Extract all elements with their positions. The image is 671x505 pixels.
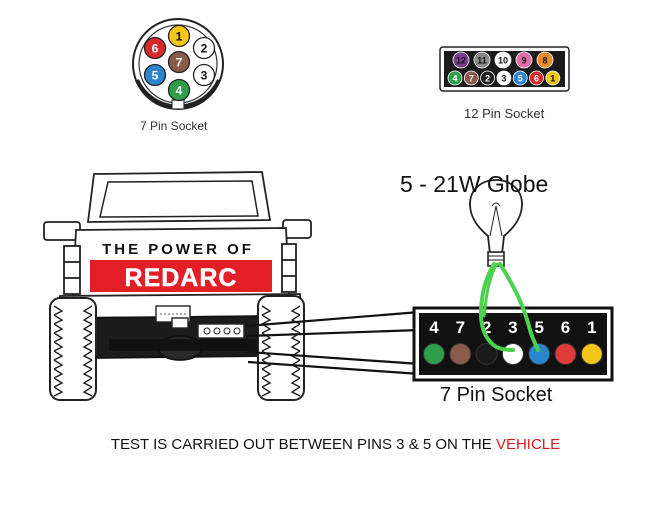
pin12-label: 9	[521, 56, 526, 66]
pin12-bottom-7: 7	[463, 70, 479, 86]
small-pin-label: 7	[176, 56, 183, 70]
big-pin-number: 6	[561, 318, 570, 337]
pin12-label: 5	[518, 74, 523, 84]
big-pin-number: 5	[534, 318, 543, 337]
small-pin-5: 5	[143, 63, 167, 87]
right-tyre	[257, 295, 305, 401]
small-pin-label: 1	[176, 30, 183, 44]
test-caption: TEST IS CARRIED OUT BETWEEN PINS 3 & 5 O…	[0, 436, 671, 453]
test-wires	[478, 262, 540, 352]
brand-banner	[90, 260, 272, 292]
small-pin-1: 1	[167, 24, 191, 48]
pin12-top-9: 9	[515, 51, 533, 69]
small-pin-label: 6	[152, 42, 159, 56]
pin12-top-8: 8	[536, 51, 554, 69]
big-pin-number: 3	[508, 318, 517, 337]
big-pin-5: 5	[528, 318, 551, 365]
big-pin-4: 4	[423, 318, 445, 365]
pin12-top-11: 11	[473, 51, 491, 69]
pin12-label: 2	[485, 74, 490, 84]
big-pin-number: 1	[587, 318, 596, 337]
pin12-top-10: 10	[494, 51, 512, 69]
cable-lines	[245, 310, 421, 376]
small-pin-label: 4	[176, 84, 183, 98]
small-pin-7: 7	[167, 50, 191, 74]
12-pin-socket: 12 11 10 9 8 4 7 2 3 5 6 1	[439, 46, 570, 92]
big-pin-number: 7	[456, 318, 465, 337]
12-pin-label: 12 Pin Socket	[464, 106, 545, 121]
pin12-bottom-2: 2	[480, 70, 496, 86]
pin12-label: 10	[498, 56, 508, 66]
big-pin-number: 4	[429, 318, 439, 337]
caption-text: TEST IS CARRIED OUT BETWEEN PINS 3 & 5 O…	[110, 436, 496, 453]
small-7pin-socket: 1 2 3 4 5 6 7	[132, 18, 224, 110]
pin12-bottom-3: 3	[496, 70, 512, 86]
small-pin-label: 2	[201, 42, 208, 56]
light-bulb-icon	[469, 179, 523, 267]
pin12-label: 11	[477, 56, 487, 66]
brand-name: REDARC	[125, 264, 238, 292]
pin12-label: 3	[501, 74, 506, 84]
small-pin-label: 5	[152, 69, 159, 83]
small-7pin-label: 7 Pin Socket	[140, 119, 208, 133]
large-7pin-label: 7 Pin Socket	[440, 384, 553, 406]
small-pin-4: 4	[167, 78, 191, 102]
caption-highlight: VEHICLE	[495, 436, 561, 453]
globe-label: 5 - 21W Globe	[400, 171, 549, 197]
big-pin-1: 1	[580, 318, 603, 365]
pin12-label: 6	[534, 74, 539, 84]
pin12-bottom-5: 5	[512, 70, 528, 86]
pin12-label: 1	[550, 74, 555, 84]
small-pin-2: 2	[192, 36, 216, 60]
pin12-top-12: 12	[452, 51, 470, 69]
pin12-label: 8	[542, 56, 547, 66]
banner-top-text: THE POWER OF	[102, 241, 254, 258]
pin12-label: 4	[452, 74, 457, 84]
big-pin-7: 7	[449, 318, 472, 365]
small-pin-6: 6	[143, 36, 167, 60]
small-pin-label: 3	[201, 69, 208, 83]
small-pin-3: 3	[192, 63, 216, 87]
pin12-bottom-4: 4	[447, 70, 463, 86]
big-pin-2: 2	[475, 318, 498, 365]
pin12-bottom-1: 1	[545, 70, 561, 86]
pin12-bottom-6: 6	[529, 70, 544, 86]
big-pin-number: 2	[482, 318, 491, 337]
pin12-label: 7	[469, 74, 474, 84]
pin12-label: 12	[456, 56, 466, 66]
big-pin-6: 6	[554, 318, 577, 365]
